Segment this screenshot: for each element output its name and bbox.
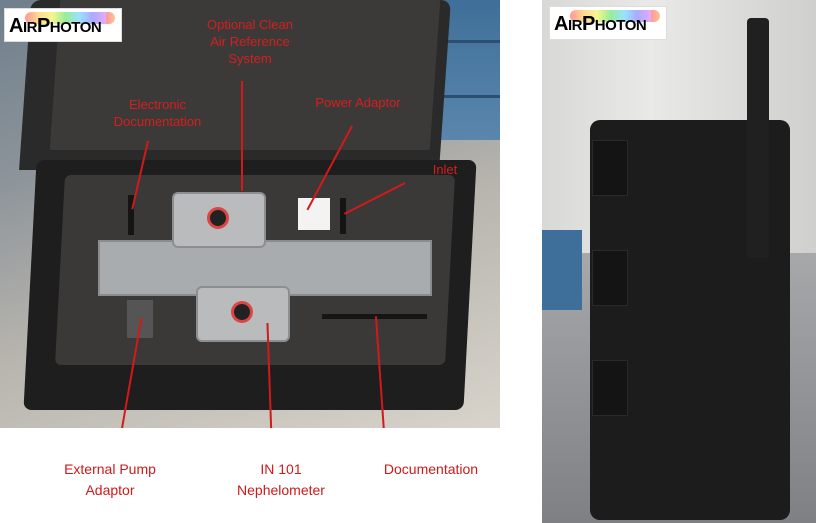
clean-air-reference-device [172,192,266,248]
label-line: Air Reference [210,34,290,49]
documentation-slot [128,195,134,235]
label-line: External Pump [64,461,156,477]
label-line: IN 101 [260,461,302,477]
label-power-adaptor: Power Adaptor [315,95,401,110]
blue-cabinet [542,230,582,310]
device-port [234,304,250,320]
device-port [210,210,226,226]
rainbow-waves-icon [570,10,660,22]
label-nephelometer: IN 101 Nephelometer [222,459,340,501]
label-inlet: Inlet [432,162,458,177]
power-adaptor-item [298,198,330,230]
logo-text: AIRPHOTON [9,15,102,37]
case-latch [592,140,628,196]
label-line: Documentation [113,114,202,129]
inlet-slot [340,198,346,234]
label-line: Electronic [128,97,187,112]
closed-case-photo [542,0,816,523]
label-documentation: Documentation [383,461,479,477]
airphoton-logo-right: AIRPHOTON [549,6,667,40]
case-latch [592,250,628,306]
arrow-clean-air [241,81,243,191]
label-external-pump-adaptor: External Pump Adaptor [40,459,180,501]
case-latch [592,360,628,416]
label-electronic-documentation: Electronic Documentation [100,96,215,130]
extended-handle [747,18,769,258]
documentation-slot-bottom [322,314,427,319]
airphoton-logo: AIRPHOTON [4,8,122,42]
label-line: Adaptor [85,482,135,498]
label-line: Optional Clean [207,17,293,32]
rainbow-waves-icon [25,12,115,24]
label-line: Nephelometer [237,482,325,498]
logo-text: AIRPHOTON [554,13,647,35]
nephelometer-device [196,286,290,342]
label-optional-clean-air: Optional Clean Air Reference System [180,16,320,67]
open-case-photo: Optional Clean Air Reference System Elec… [0,0,500,428]
label-line: System [228,51,272,66]
